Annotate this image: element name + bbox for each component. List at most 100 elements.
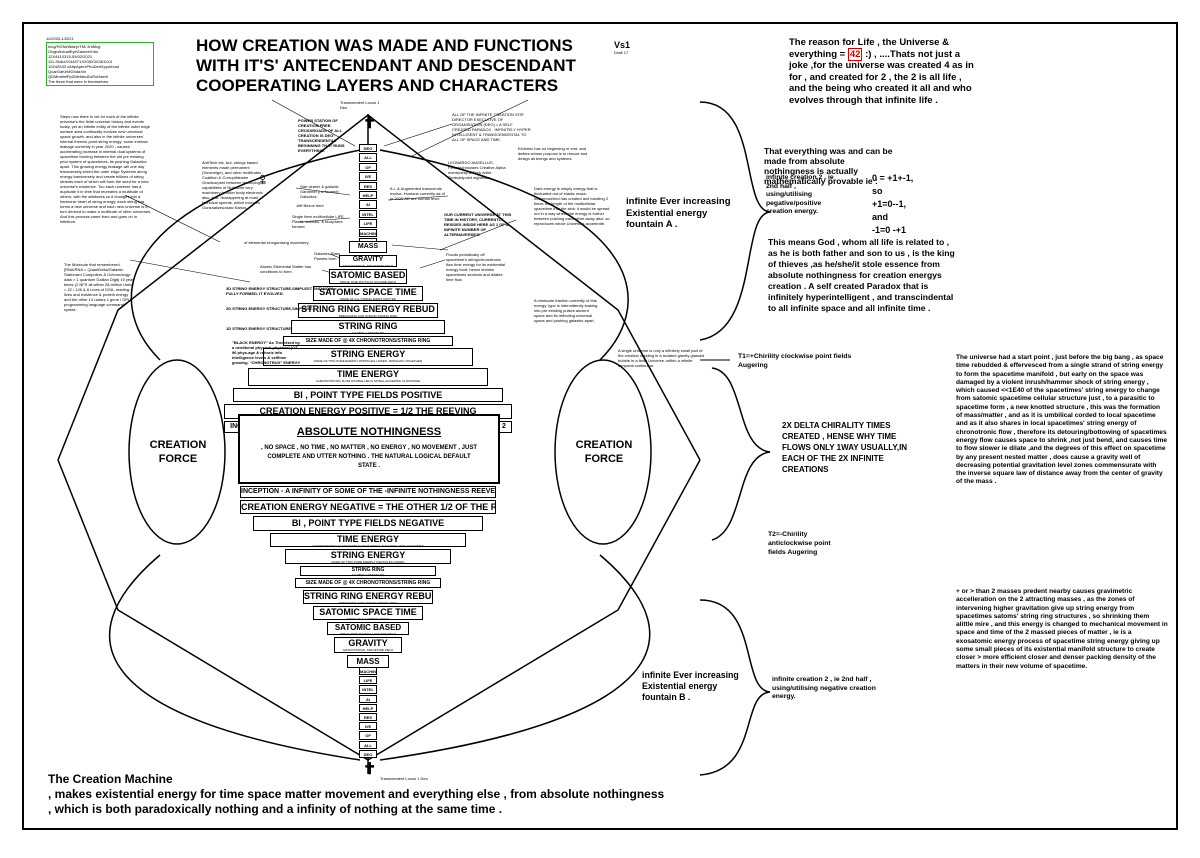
stamp-line: OriginActualEyeGameeVdro bbox=[48, 49, 99, 54]
layer-label: SATOMIC SPACE TIME bbox=[319, 607, 417, 617]
single-cell-note: Single Item multicellular LIFE, Plants, … bbox=[292, 214, 345, 229]
layer-label: SIZE MADE OF @ 4X CHRONOTRONS/STRING RIN… bbox=[305, 580, 431, 586]
layer-label: GRAVITY bbox=[348, 638, 388, 648]
molecule-note: The Molecule that remembered [RNA/RNA = … bbox=[64, 262, 134, 312]
layer-label: TIME ENERGY bbox=[336, 534, 399, 544]
column-box: RES bbox=[359, 713, 377, 722]
column-box: HELP bbox=[359, 703, 377, 712]
leader-6 bbox=[411, 99, 529, 157]
layer-band: BI , POINT TYPE FIELDS POSITIVE bbox=[233, 388, 503, 402]
stamp-line: QuarGaKeMGhdaXm bbox=[48, 69, 87, 74]
creation-machine-text: , makes existential energy for time spac… bbox=[48, 787, 665, 816]
layer-label: STRING RING ENERGY REBUD bbox=[304, 591, 433, 601]
column-box: AI bbox=[359, 694, 377, 703]
page-frame bbox=[22, 22, 1178, 830]
creation-machine-block: The Creation Machine , makes existential… bbox=[48, 772, 668, 817]
star-cluster-note: Star cluster & galactic Gardener (no for… bbox=[300, 184, 339, 199]
leonardo-note: LEONARDO ANGELLUS, Femolechnozaes Creati… bbox=[448, 160, 506, 180]
equation-line-5: -1=0 -+1 bbox=[872, 225, 907, 235]
reason-text: The reason for Life , the Universe & eve… bbox=[789, 37, 949, 60]
creation-force-left: CREATION FORCE bbox=[149, 439, 207, 465]
layer-band: MASS bbox=[349, 241, 387, 253]
fountain-a-note: infinite Ever increasing Existential ene… bbox=[626, 196, 731, 230]
column-box: ALL bbox=[359, 153, 377, 162]
arc-lower-right bbox=[379, 554, 651, 761]
equation-line-1: 0 = +1+-1, bbox=[872, 173, 914, 183]
elohim-note: Elohimic has no beginning or end. and de… bbox=[518, 146, 588, 161]
creation-force-right-ellipse bbox=[554, 359, 652, 545]
version-text: Vs1 bbox=[614, 40, 631, 50]
brace-right-b bbox=[699, 599, 771, 776]
stamp-line: The three that were in themselves bbox=[48, 79, 109, 84]
creation-machine-heading: The Creation Machine bbox=[48, 772, 173, 786]
layer-sublabel: REBUILDING AND LINKING STRING RING bbox=[338, 314, 398, 318]
layer-label: SATOMIC SPACE TIME bbox=[319, 287, 417, 297]
all-infinite-note: ALL OF THE INFINITE CREATION SITE DIRECT… bbox=[452, 112, 531, 142]
layer-label: INCEPTION - A INFINITY OF SOME OF THE -I… bbox=[241, 488, 496, 495]
column-box: ALL bbox=[359, 740, 377, 749]
column-box: INTEL bbox=[359, 209, 377, 219]
column-box: LIFE bbox=[359, 219, 377, 228]
layer-label: STRING ENERGY bbox=[330, 550, 406, 560]
ai-augmented-note: A.I. & Augmented transcends evolve. Huma… bbox=[390, 186, 445, 201]
layer-label: CREATION ENERGY POSITIVE = 1/2 THE REEVI… bbox=[259, 406, 477, 416]
god-note: This means God , whom all life is relate… bbox=[768, 237, 955, 313]
cross-icon-top: ✝ bbox=[363, 115, 377, 132]
layer-sublabel: MADE OF TWO PURE ENERGY PARTICLES LINKED… bbox=[313, 359, 423, 363]
elemental-note: of elemental reorganising machinery. bbox=[244, 240, 310, 245]
column-box: AI bbox=[359, 200, 377, 209]
column-box: DEO bbox=[359, 749, 377, 758]
transcend-bottom-label: Transcendent Locus 1 Deo bbox=[380, 776, 428, 781]
layer-sublabel: 1/4 WIDE = STANDARD bbox=[351, 573, 385, 576]
reason-number: 42 bbox=[847, 47, 863, 61]
column-box: RES bbox=[359, 181, 377, 190]
absolute-nothingness-title: ABSOLUTE NOTHINGNESS bbox=[296, 426, 442, 438]
layer-sublabel: CHRONOTRONIC FLOW DOUBLE HELIX SPIRAL AU… bbox=[316, 379, 420, 383]
column-box: IVE bbox=[359, 172, 377, 181]
absolute-nothingness-box: ABSOLUTE NOTHINGNESS , NO SPACE , NO TIM… bbox=[238, 414, 500, 484]
column-box: OF bbox=[359, 731, 377, 740]
fountain-b-note: infinite Ever increasing Existential ene… bbox=[642, 670, 739, 702]
version-sub: Draft 17 bbox=[614, 50, 629, 55]
layer-label: BI , POINT TYPE FIELDS NEGATIVE bbox=[291, 518, 445, 528]
page-title: HOW CREATION WAS MADE AND FUNCTIONS WITH… bbox=[196, 36, 576, 95]
stamp-line: mcg/HGNeWaeyrTM/ 2ntMcg bbox=[48, 44, 101, 49]
column-box: OF bbox=[359, 162, 377, 172]
layer-label: BI , POINT TYPE FIELDS POSITIVE bbox=[293, 390, 443, 400]
column-box: MACHINE bbox=[359, 667, 377, 676]
creation2-negative-note: infinite creation 2 , ie 2nd half , usin… bbox=[772, 676, 876, 701]
stamp-line: QDMmtimlPpZMeirtedZoRoHaerii bbox=[48, 74, 108, 79]
layer-label: CREATION ENERGY NEGATIVE = THE OTHER 1/2… bbox=[241, 502, 495, 512]
transcend-top-label: Transcendent Locus 1 Deo bbox=[340, 100, 380, 110]
diamond-left-upper bbox=[57, 114, 369, 461]
reason-note: The reason for Life , the Universe & eve… bbox=[789, 37, 979, 106]
leader-1 bbox=[271, 99, 356, 147]
column-box: HELP bbox=[359, 191, 377, 200]
fraction-note: A miniscule fraction currently of this e… bbox=[534, 298, 598, 323]
equation-line-2: so bbox=[872, 186, 883, 196]
layer-sublabel: 1/4 WIDE = STANDARD bbox=[351, 331, 385, 334]
layer-label: TIME ENERGY bbox=[336, 369, 399, 379]
layer-sublabel: CHRONOTRONIC FLOW DOUBLE HELIX SPIRAL AU… bbox=[312, 544, 424, 547]
layer-sublabel: GRAVITATIONAL SPACETIME FIELD bbox=[342, 648, 394, 652]
dark-energy-note: Dark energy is simply energy that is flu… bbox=[534, 186, 610, 226]
cross-icon-bottom: ✝ bbox=[363, 761, 377, 778]
masses-paragraph: + or > than 2 masses predent nearby caus… bbox=[956, 588, 1168, 670]
layer-label: GRAVITY bbox=[352, 256, 384, 263]
antitech-note: AntiTech etc. but, strings based element… bbox=[202, 160, 266, 210]
layer-sublabel: MADE OF 3+1 STRING RINGS KNITTED bbox=[340, 297, 396, 301]
layer-band: SIZE MADE OF @ 4X CHRONOTRONS/STRING RIN… bbox=[295, 578, 441, 588]
t2-note: T2=-Chirility anticlockwise point fields… bbox=[768, 531, 831, 556]
column-box: LIFE bbox=[359, 676, 377, 685]
layer-band: CREATION ENERGY NEGATIVE = THE OTHER 1/2… bbox=[240, 500, 496, 514]
